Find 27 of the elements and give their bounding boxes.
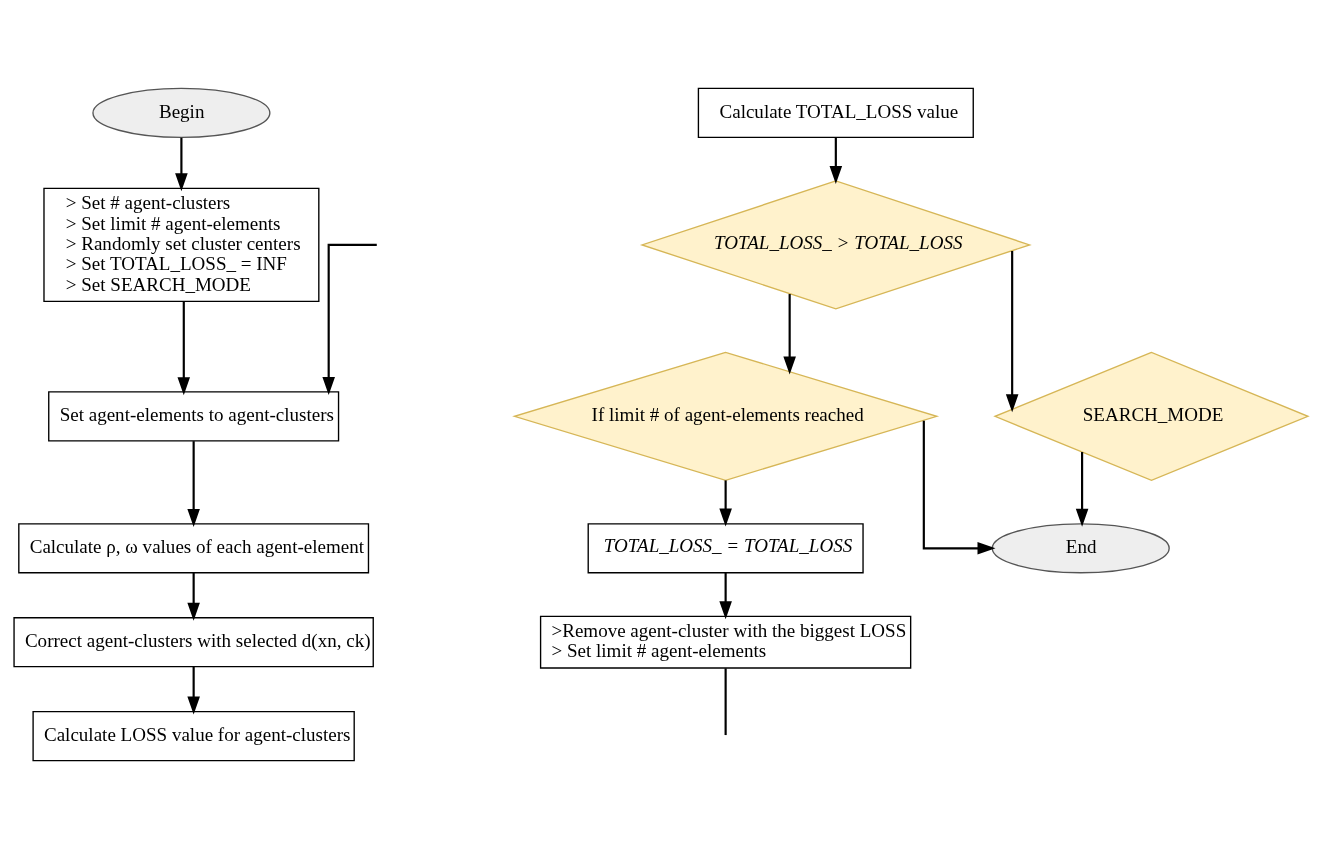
node-box: > Set # agent-clusters > Set limit # agent-elements > Randomly set cluster centers > Set TOTAL_LOSS_ = INF > Set SEARCH_MODE: [43, 187, 320, 303]
node-box: Calculate LOSS value for agent-clusters: [32, 710, 355, 762]
arrow: [322, 243, 377, 396]
arrow: [187, 573, 200, 621]
node-box: TOTAL_LOSS_ = TOTAL_LOSS: [587, 523, 864, 574]
arrow: [187, 441, 200, 527]
arrow: [922, 420, 996, 555]
node-box: Correct agent-clusters with selected d(xn, ck): [13, 617, 374, 668]
node-box: >Remove agent-cluster with the biggest LOSS > Set limit # agent-elements: [539, 615, 912, 669]
node-diamond: If limit # of agent-elements reached: [512, 351, 940, 481]
arrow: [175, 137, 188, 192]
arrow: [177, 301, 191, 396]
node-box: Calculate TOTAL_LOSS value: [697, 87, 974, 139]
node-diamond: TOTAL_LOSS_ > TOTAL_LOSS: [639, 180, 1032, 310]
arrow: [783, 294, 796, 375]
node-ellipse: End: [991, 523, 1170, 574]
arrow: [719, 573, 732, 620]
connector: [724, 668, 727, 736]
node-box: Calculate ρ, ω values of each agent-element: [18, 523, 370, 574]
node-box: Set agent-elements to agent-clusters: [48, 391, 340, 442]
arrow: [187, 666, 200, 715]
arrow: [829, 137, 843, 184]
arrow: [1075, 452, 1089, 527]
arrow: [1005, 251, 1019, 413]
node-ellipse: Begin: [92, 87, 271, 139]
node-diamond: SEARCH_MODE: [993, 351, 1310, 481]
arrow: [719, 480, 732, 527]
